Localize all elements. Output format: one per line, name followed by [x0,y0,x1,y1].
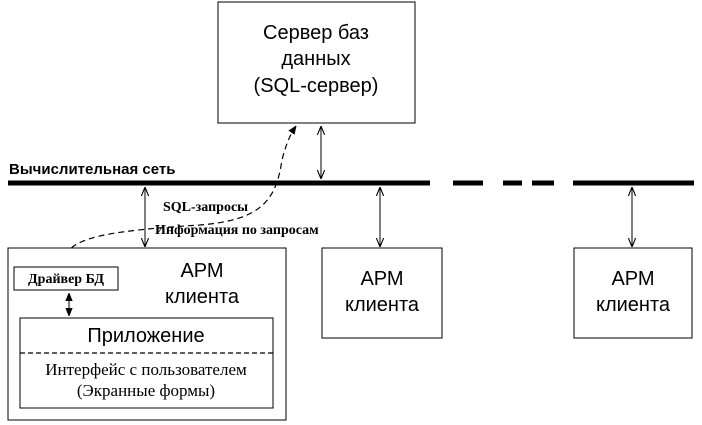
db-server: Сервер баз данных (SQL-сервер) [217,1,416,124]
client-2-title-line2: клиента [345,294,420,316]
client-2-title-line1: АРМ [360,268,403,290]
client-3-title-line1: АРМ [611,268,654,290]
user-interface-line2: (Экранные формы) [77,381,215,400]
db-server-title-line3: (SQL-сервер) [254,75,379,97]
db-driver-label: Драйвер БД [28,272,104,287]
client-main-title-line2: клиента [165,286,240,308]
application-title: Приложение [87,325,204,347]
db-server-title-line1: Сервер баз [263,22,369,44]
db-driver-box [13,266,119,291]
client-2-box [321,247,443,339]
network-label: Вычислительная сеть [9,161,175,178]
client-workstation-2: АРМ клиента [321,187,443,339]
sql-queries-label: SQL-запросы [163,200,248,215]
client-3-box [573,247,693,339]
db-server-title-line2: данных [281,48,350,70]
client-workstation-3: АРМ клиента [573,187,693,339]
application-box [19,317,274,409]
query-info-label: Информация по запросам [155,223,319,238]
db-server-box [217,1,416,124]
client-main-title-line1: АРМ [180,260,223,282]
client-workstation-main: АРМ клиента Драйвер БД Приложение Интерф… [7,247,287,421]
sql-query-path [64,126,296,266]
user-interface-line1: Интерфейс с пользователем [45,360,247,379]
client-3-title-line2: клиента [596,294,671,316]
